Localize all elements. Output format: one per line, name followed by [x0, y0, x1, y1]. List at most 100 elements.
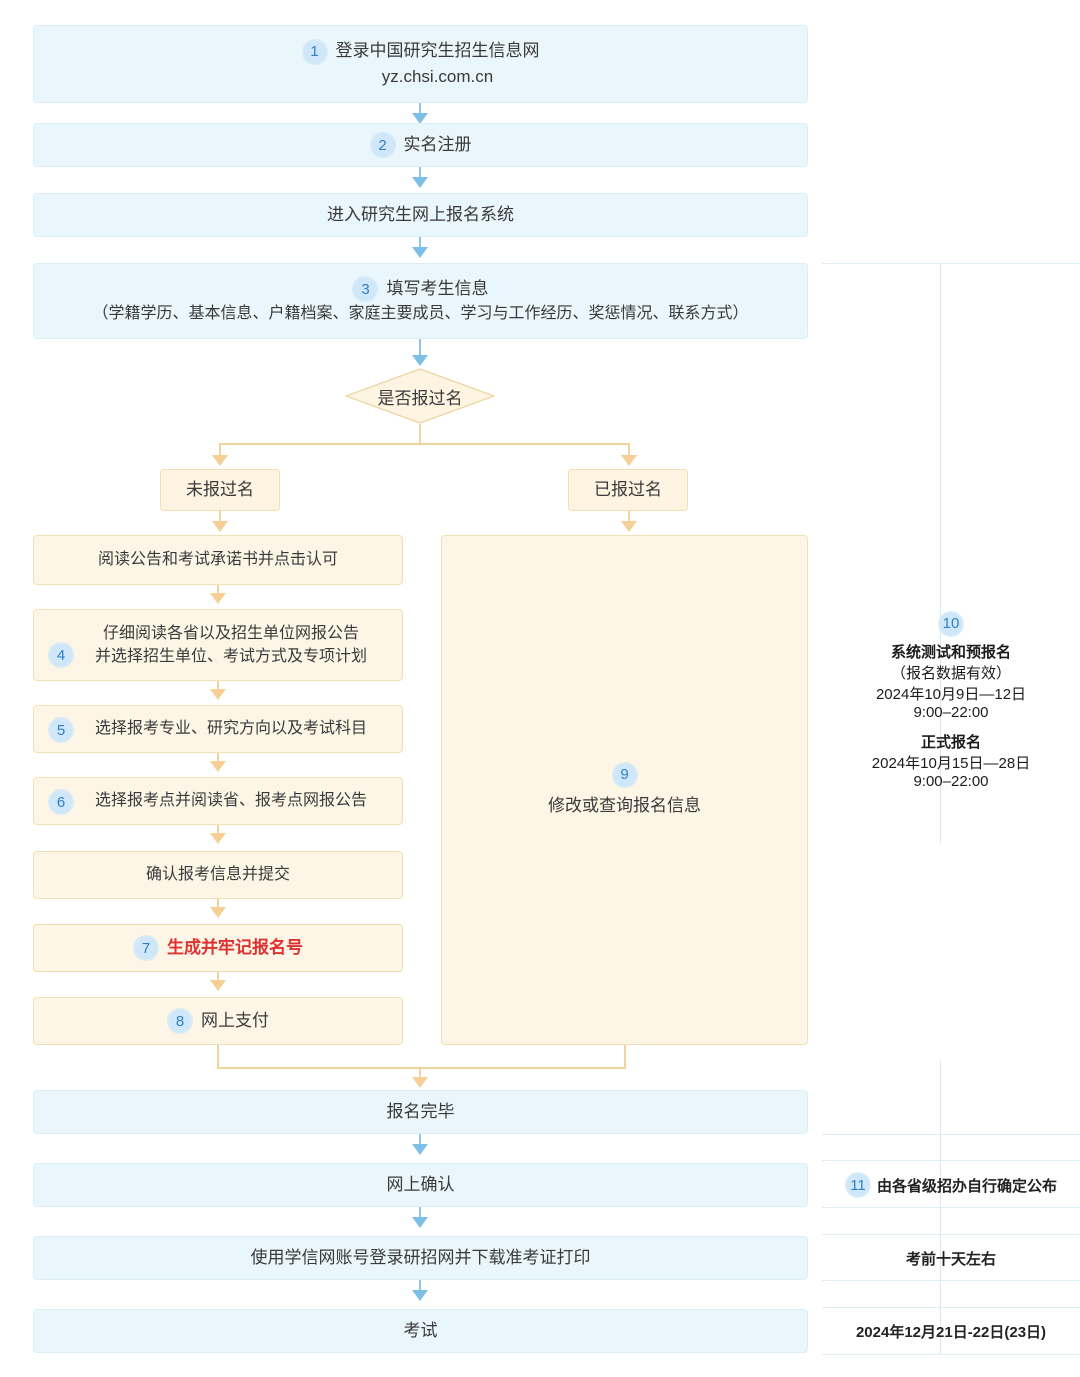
connector-left-5 — [217, 899, 219, 911]
arrow-down-icon — [412, 1077, 428, 1088]
connector-left-1 — [217, 585, 219, 597]
step-6-badge: 6 — [48, 789, 74, 815]
decision-label: 是否报过名 — [377, 388, 463, 408]
bottom-step-download-ticket-box[interactable]: 使用学信网账号登录研招网并下载准考证打印 — [33, 1236, 808, 1280]
bottom-step-registration-complete-box[interactable]: 报名完毕 — [33, 1090, 808, 1134]
step-6-label: 选择报考点并阅读省、报考点网报公告 — [94, 792, 367, 810]
step-2-badge: 2 — [369, 132, 396, 158]
arrow-down-icon — [412, 1217, 428, 1228]
sidebar-divider-5 — [822, 1234, 1080, 1235]
sidebar-divider-1 — [822, 263, 1080, 264]
step-8-box[interactable]: 8 网上支付 — [33, 997, 403, 1045]
sidebar-divider-8 — [822, 1354, 1080, 1355]
arrow-down-icon — [412, 1144, 428, 1155]
step-1-url: yz.chsi.com.cn — [381, 66, 494, 86]
sidebar-exam-date-cell: 2024年12月21日-22日(23日) — [822, 1309, 1080, 1353]
left-step-confirm-submit-label: 确认报考信息并提交 — [145, 866, 290, 884]
sidebar-step-11-cell[interactable]: 11 由各省级招办自行确定公布 — [822, 1163, 1080, 1207]
sidebar-vline-top — [940, 263, 941, 843]
arrow-down-icon — [210, 907, 226, 918]
sidebar-divider-7 — [822, 1307, 1080, 1308]
arrow-down-icon — [210, 761, 226, 772]
step-8-badge: 8 — [167, 1008, 193, 1034]
connector-bottom-3 — [419, 1280, 421, 1294]
branch-right-box[interactable]: 已报过名 — [568, 469, 688, 511]
decision-stem — [419, 424, 421, 444]
step-enter-system-box[interactable]: 进入研究生网上报名系统 — [33, 193, 808, 237]
left-step-confirm-submit-box[interactable]: 确认报考信息并提交 — [33, 851, 403, 899]
step-10-date-2: 2024年10月15日—28日 — [871, 754, 1031, 772]
diamond-shape-icon — [345, 368, 495, 424]
step-3-title: 填写考生信息 — [386, 279, 489, 299]
step-10-subtitle-1: （报名数据有效） — [890, 664, 1011, 682]
sidebar-ticket-note-label: 考前十天左右 — [905, 1250, 996, 1268]
left-step-read-notice-label: 阅读公告和考试承诺书并点击认可 — [97, 551, 338, 569]
step-10-date-1: 2024年10月9日—12日 — [875, 685, 1027, 703]
step-4-badge: 4 — [48, 642, 74, 668]
sidebar-ticket-note-cell: 考前十天左右 — [822, 1236, 1080, 1280]
step-9-label: 修改或查询报名信息 — [548, 795, 701, 815]
connector-left-6 — [217, 972, 219, 984]
bottom-step-download-ticket-label: 使用学信网账号登录研招网并下载准考证打印 — [250, 1247, 591, 1267]
branch-left-stem — [219, 443, 221, 459]
step-10-badge: 10 — [938, 610, 964, 637]
branch-left-label: 未报过名 — [186, 479, 254, 499]
step-5-box[interactable]: 5 选择报考专业、研究方向以及考试科目 — [33, 705, 403, 753]
step-3-badge: 3 — [352, 276, 379, 303]
connector-left-3 — [217, 753, 219, 765]
decision-diamond[interactable]: 是否报过名 — [345, 368, 495, 424]
step-6-box[interactable]: 6 选择报考点并阅读省、报考点网报公告 — [33, 777, 403, 825]
step-4-box[interactable]: 4 仔细阅读各省以及招生单位网报公告 并选择招生单位、考试方式及专项计划 — [33, 609, 403, 681]
step-1-box[interactable]: 1 登录中国研究生招生信息网 yz.chsi.com.cn — [33, 25, 808, 103]
arrow-down-icon — [210, 980, 226, 991]
step-7-label: 生成并牢记报名号 — [167, 937, 303, 957]
step-9-panel[interactable]: 9 修改或查询报名信息 — [441, 535, 808, 1045]
bottom-step-registration-complete-label: 报名完毕 — [386, 1101, 455, 1121]
merge-right-stem — [624, 1045, 626, 1069]
arrow-down-icon — [210, 689, 226, 700]
connector-3-decision — [419, 339, 421, 363]
merge-down-stem — [419, 1067, 421, 1081]
step-11-label: 由各省级招办自行确定公布 — [876, 1177, 1057, 1195]
connector-2-3 — [419, 167, 421, 183]
step-10-time-1: 9:00–22:00 — [913, 703, 989, 721]
connector-branchright-panel — [628, 511, 630, 525]
arrow-down-icon — [621, 521, 637, 532]
step-7-badge: 7 — [133, 935, 159, 961]
step-8-label: 网上支付 — [201, 1010, 269, 1030]
connector-left-4 — [217, 825, 219, 837]
bottom-step-online-confirm-box[interactable]: 网上确认 — [33, 1163, 808, 1207]
arrow-down-icon — [412, 177, 428, 188]
step-2-box[interactable]: 2 实名注册 — [33, 123, 808, 167]
decision-split-bar — [219, 443, 630, 445]
branch-left-box[interactable]: 未报过名 — [160, 469, 280, 511]
bottom-step-online-confirm-label: 网上确认 — [386, 1174, 455, 1194]
connector-1-2 — [419, 103, 421, 119]
arrow-down-icon — [412, 355, 428, 366]
merge-bar — [217, 1067, 626, 1069]
arrow-down-icon — [210, 833, 226, 844]
step-5-label: 选择报考专业、研究方向以及考试科目 — [94, 720, 367, 738]
branch-right-stem — [628, 443, 630, 459]
step-1-title: 登录中国研究生招生信息网 — [335, 41, 540, 61]
merge-left-stem — [217, 1045, 219, 1069]
step-10-title-2: 正式报名 — [920, 733, 981, 751]
sidebar-step-10-cell[interactable]: 10 系统测试和预报名 （报名数据有效） 2024年10月9日—12日 9:00… — [822, 600, 1080, 800]
step-4-line2: 并选择招生单位、考试方式及专项计划 — [94, 648, 367, 665]
left-step-read-notice-box[interactable]: 阅读公告和考试承诺书并点击认可 — [33, 535, 403, 585]
step-10-title-1: 系统测试和预报名 — [890, 643, 1011, 661]
arrow-down-icon — [210, 593, 226, 604]
step-4-line1: 仔细阅读各省以及招生单位网报公告 — [102, 624, 359, 642]
arrow-down-icon — [621, 455, 637, 466]
step-7-box[interactable]: 7 生成并牢记报名号 — [33, 924, 403, 972]
step-9-badge: 9 — [611, 761, 638, 788]
arrow-down-icon — [212, 455, 228, 466]
step-3-detail: （学籍学历、基本信息、户籍档案、家庭主要成员、学习与工作经历、奖惩情况、联系方式… — [92, 305, 749, 323]
sidebar-divider-6 — [822, 1280, 1080, 1281]
bottom-step-exam-box[interactable]: 考试 — [33, 1309, 808, 1353]
connector-branchleft-col — [219, 511, 221, 525]
connector-left-2 — [217, 681, 219, 693]
step-10-time-2: 9:00–22:00 — [913, 772, 989, 790]
step-3-box[interactable]: 3 填写考生信息 （学籍学历、基本信息、户籍档案、家庭主要成员、学习与工作经历、… — [33, 263, 808, 339]
